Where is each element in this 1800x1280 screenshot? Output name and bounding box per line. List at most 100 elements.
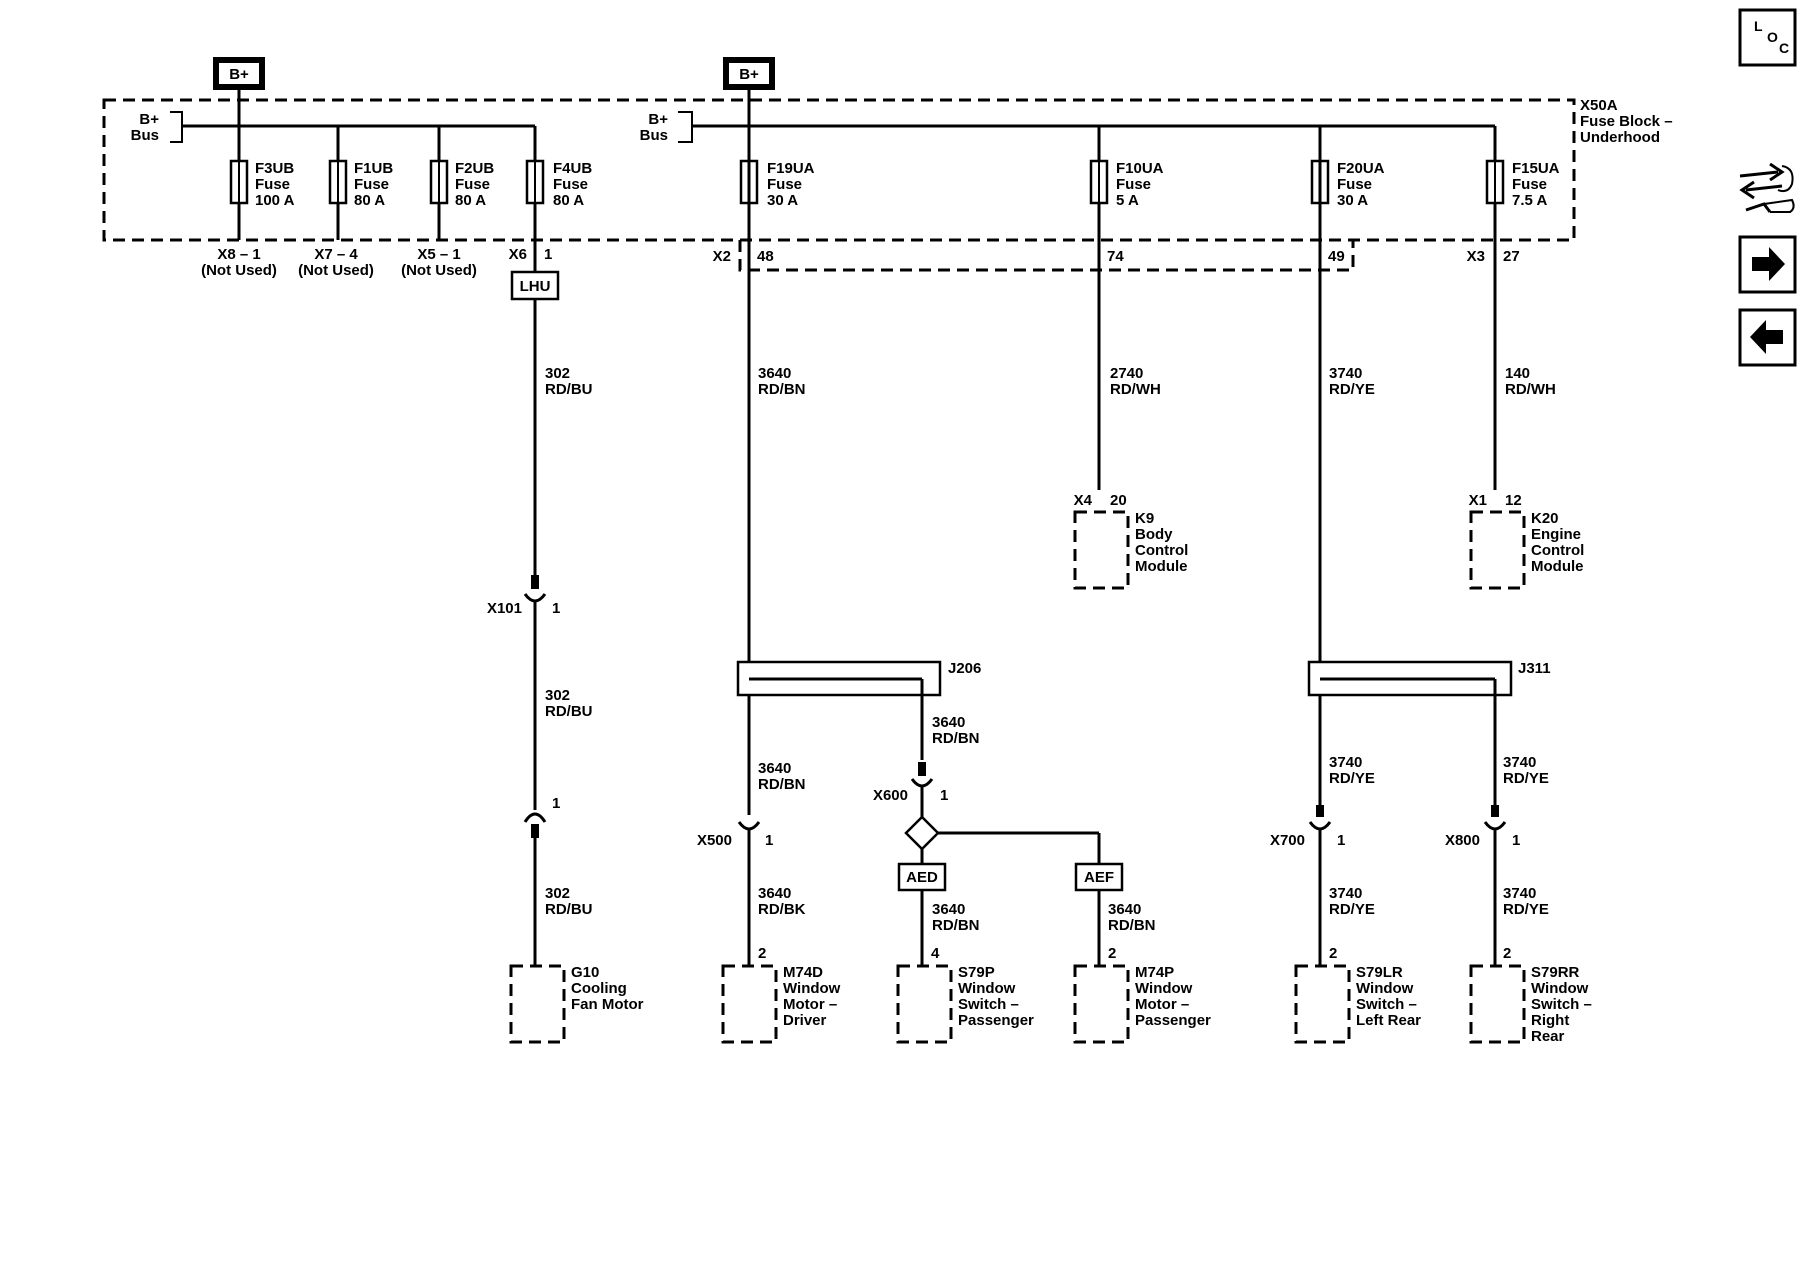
s79lr-pin: 2 <box>1329 945 1337 962</box>
fuse-block-outline <box>102 98 1576 242</box>
x5-label: X5 – 1 <box>417 246 460 263</box>
x700-connector <box>1308 821 1332 831</box>
x600-splice-diamond <box>904 815 940 851</box>
svg-text:Fuse: Fuse <box>1116 176 1151 193</box>
wire-3640-a-num: 3640 <box>758 365 791 382</box>
svg-text:F2UB: F2UB <box>455 160 494 177</box>
wire-140-num: 140 <box>1505 365 1530 382</box>
wire-3640-c-num: 3640 <box>758 760 791 777</box>
svg-text:F1UB: F1UB <box>354 160 393 177</box>
svg-text:Fuse: Fuse <box>767 176 802 193</box>
x600-label: X600 <box>873 787 908 804</box>
s79p-desc: Window <box>958 980 1016 997</box>
k20-component-box <box>1469 510 1526 590</box>
svg-text:80 A: 80 A <box>354 192 385 209</box>
wire-3640-c-color: RD/BN <box>758 776 806 793</box>
x700-label: X700 <box>1270 832 1305 849</box>
lhu-connector: LHU <box>510 270 560 301</box>
svg-text:Fuse: Fuse <box>553 176 588 193</box>
s79rr-component-box <box>1469 964 1526 1044</box>
g10-desc: Cooling <box>571 980 627 997</box>
svg-text:C: C <box>1779 40 1789 56</box>
x8-label: X8 – 1 <box>217 246 260 263</box>
wire-3640-d-num: 3640 <box>758 885 791 902</box>
x101-label: X101 <box>487 600 522 617</box>
wire-3740-d-num: 3740 <box>1329 885 1362 902</box>
wire-3640-b-num: 3640 <box>932 714 965 731</box>
k9-desc: Body <box>1135 526 1173 543</box>
x6-label: X6 <box>509 246 527 263</box>
wire-3740-a-num: 3740 <box>1329 365 1362 382</box>
svg-text:F15UA: F15UA <box>1512 160 1560 177</box>
wire-2740-color: RD/WH <box>1110 381 1161 398</box>
bus-left-label-2: Bus <box>131 127 159 144</box>
x2-label: X2 <box>713 248 731 265</box>
s79lr-label: S79LR <box>1356 964 1403 981</box>
wire-3640-b-color: RD/BN <box>932 730 980 747</box>
svg-text:LHU: LHU <box>520 278 551 295</box>
x3-pin-27: 27 <box>1503 248 1520 265</box>
wire-3740-b-color: RD/YE <box>1329 770 1375 787</box>
m74p-desc-3: Passenger <box>1135 1012 1211 1029</box>
svg-text:Fuse: Fuse <box>1337 176 1372 193</box>
bplus-left-badge: B+ <box>213 57 265 90</box>
svg-text:Fuse: Fuse <box>255 176 290 193</box>
m74p-desc-2: Motor – <box>1135 996 1189 1013</box>
x7-note: (Not Used) <box>298 262 374 279</box>
s79rr-desc: Window <box>1531 980 1589 997</box>
svg-text:B+: B+ <box>229 66 249 83</box>
wire-302-b-num: 302 <box>545 687 570 704</box>
k9-label: K9 <box>1135 510 1154 527</box>
svg-text:7.5 A: 7.5 A <box>1512 192 1547 209</box>
k9-desc-3: Module <box>1135 558 1188 575</box>
fuse-block-desc: Fuse Block – <box>1580 113 1673 130</box>
s79rr-desc-2: Switch – <box>1531 996 1592 1013</box>
connector-pinout-icon[interactable] <box>1739 162 1795 213</box>
back-arrow-icon[interactable] <box>1738 308 1797 367</box>
fuse-f10ua: F10UA Fuse 5 A <box>1089 126 1164 490</box>
k9-desc-2: Control <box>1135 542 1188 559</box>
m74d-desc: Window <box>783 980 841 997</box>
x500-connector <box>737 821 761 831</box>
fuse-f15ua: F15UA Fuse 7.5 A <box>1485 126 1560 490</box>
wire-3640-f-num: 3640 <box>1108 901 1141 918</box>
s79p-desc-2: Switch – <box>958 996 1019 1013</box>
svg-text:F10UA: F10UA <box>1116 160 1164 177</box>
svg-text:AEF: AEF <box>1084 869 1114 886</box>
fuse-f19ua: F19UA Fuse 30 A <box>739 159 815 209</box>
s79p-desc-3: Passenger <box>958 1012 1034 1029</box>
svg-text:80 A: 80 A <box>553 192 584 209</box>
m74d-component-box <box>721 964 778 1044</box>
x500-label: X500 <box>697 832 732 849</box>
s79rr-desc-4: Rear <box>1531 1028 1565 1045</box>
x6-pin: 1 <box>544 246 552 263</box>
wire-3740-c-color: RD/YE <box>1503 770 1549 787</box>
bus-right-label-2: Bus <box>640 127 668 144</box>
s79p-component-box <box>896 964 953 1044</box>
x5-note: (Not Used) <box>401 262 477 279</box>
m74d-desc-2: Motor – <box>783 996 837 1013</box>
aef-connector: AEF <box>1074 862 1124 892</box>
loc-icon[interactable]: L O C <box>1738 8 1797 67</box>
svg-text:F20UA: F20UA <box>1337 160 1385 177</box>
bus-right-label: B+ <box>648 111 668 128</box>
svg-text:Fuse: Fuse <box>455 176 490 193</box>
wire-3640-d-color: RD/BK <box>758 901 806 918</box>
s79rr-pin: 2 <box>1503 945 1511 962</box>
svg-text:L: L <box>1754 18 1763 34</box>
svg-text:80 A: 80 A <box>455 192 486 209</box>
x600-connector <box>910 778 934 788</box>
s79lr-desc-3: Left Rear <box>1356 1012 1421 1029</box>
fuse-block-name: X50A <box>1580 97 1618 114</box>
svg-text:5 A: 5 A <box>1116 192 1139 209</box>
j206-label: J206 <box>948 660 981 677</box>
x3-label: X3 <box>1467 248 1485 265</box>
s79rr-label: S79RR <box>1531 964 1580 981</box>
x2-pin-74: 74 <box>1107 248 1124 265</box>
k20-desc: Engine <box>1531 526 1581 543</box>
wire-3740-c-num: 3740 <box>1503 754 1536 771</box>
forward-arrow-icon[interactable] <box>1738 235 1797 294</box>
k9-component-box <box>1073 510 1130 590</box>
j311-label: J311 <box>1518 660 1551 677</box>
wire-302-c-color: RD/BU <box>545 901 593 918</box>
